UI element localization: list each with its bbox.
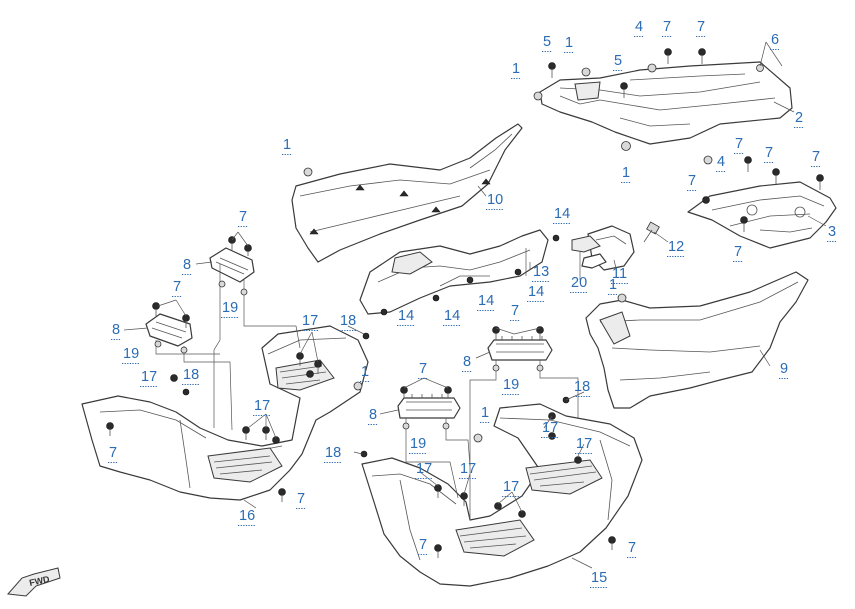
callout-part-10: 10 [487,192,503,208]
callout-part-18: 18 [183,367,199,383]
callout-part-17: 17 [503,479,519,495]
callout-part-13: 13 [533,264,549,280]
part-center-console-cover [359,229,549,315]
callout-part-7: 7 [297,491,305,507]
callout-part-19: 19 [222,300,238,316]
callouts: 1 1 1 1 1 1 1 2 3 4 4 5 5 6 7 7 7 7 7 7 … [109,19,836,586]
part-rubber-pad [571,235,607,269]
fwd-label: FWD [28,574,51,588]
callout-part-7: 7 [812,149,820,165]
callout-underlines [108,35,838,589]
part-rear-upper-bracket [539,61,793,145]
callout-part-4: 4 [717,154,725,170]
callout-part-16: 16 [239,508,255,524]
callout-part-17: 17 [576,436,592,452]
callout-part-18: 18 [325,445,341,461]
callout-part-14: 14 [554,206,570,222]
part-right-footwell [361,403,643,587]
callout-part-4: 4 [635,19,643,35]
callout-part-19: 19 [123,346,139,362]
callout-part-7: 7 [663,19,671,35]
leader-lines [123,41,827,569]
callout-part-17: 17 [460,461,476,477]
callout-part-7: 7 [697,19,705,35]
callout-part-15: 15 [591,570,607,586]
callout-part-1: 1 [283,137,291,153]
callout-part-8: 8 [183,257,191,273]
part-screw [643,221,660,243]
part-footrest-upper-left [209,247,255,283]
callout-part-2: 2 [795,110,803,126]
callout-part-7: 7 [419,537,427,553]
callout-part-8: 8 [369,407,377,423]
callout-part-14: 14 [444,308,460,324]
callout-part-1: 1 [622,165,630,181]
callout-part-7: 7 [511,303,519,319]
forward-direction-arrow: FWD [6,567,61,597]
callout-part-17: 17 [302,313,318,329]
callout-part-17: 17 [254,398,270,414]
part-footrest-lower-center [397,394,461,419]
callout-part-1: 1 [565,35,573,51]
callout-part-17: 17 [542,420,558,436]
callout-part-7: 7 [765,145,773,161]
callout-part-14: 14 [528,284,544,300]
callout-part-7: 7 [239,209,247,225]
callout-part-19: 19 [410,436,426,452]
callout-part-19: 19 [503,377,519,393]
callout-part-12: 12 [668,239,684,255]
part-left-side-panel [291,123,523,263]
part-footrest-center [487,336,553,361]
callout-part-1: 1 [361,364,369,380]
callout-part-7: 7 [688,173,696,189]
callout-part-1: 1 [609,277,617,293]
callout-part-7: 7 [109,445,117,461]
callout-part-5: 5 [543,34,551,50]
callout-part-7: 7 [628,540,636,556]
part-footrest-lower-left [145,313,193,347]
callout-part-11: 11 [612,266,627,282]
callout-part-5: 5 [614,53,622,69]
callout-part-1: 1 [481,405,489,421]
callout-part-8: 8 [112,322,120,338]
callout-part-6: 6 [771,32,779,48]
fasteners [106,48,824,558]
callout-part-17: 17 [141,369,157,385]
callout-part-1: 1 [512,61,520,77]
callout-part-20: 20 [571,275,587,291]
callout-part-18: 18 [340,313,356,329]
callout-part-7: 7 [735,136,743,152]
callout-part-7: 7 [173,279,181,295]
callout-part-17: 17 [416,461,432,477]
callout-part-14: 14 [478,293,494,309]
callout-part-3: 3 [828,224,836,240]
part-right-side-panel [585,271,809,409]
callout-part-7: 7 [734,244,742,260]
callout-part-9: 9 [780,361,788,377]
callout-part-7: 7 [419,361,427,377]
part-rear-lower-bracket [687,181,837,249]
callout-part-8: 8 [463,354,471,370]
part-left-footwell [81,325,369,501]
callout-part-14: 14 [398,308,414,324]
callout-part-18: 18 [574,379,590,395]
